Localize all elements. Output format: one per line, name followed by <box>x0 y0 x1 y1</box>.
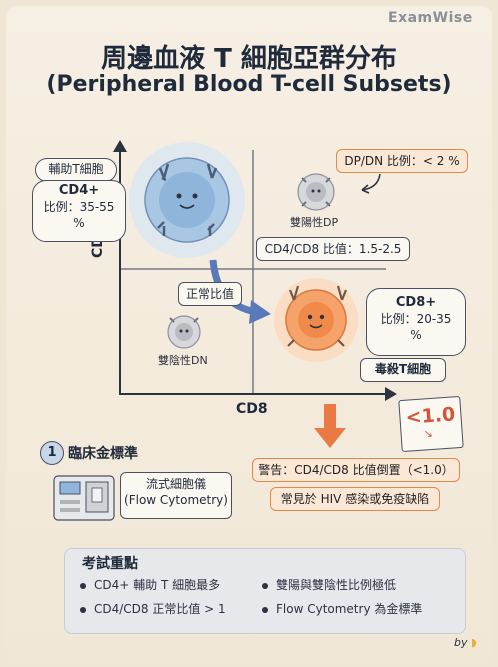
flow-cytometer-icon <box>53 475 115 521</box>
bullet-icon <box>262 582 268 589</box>
warning-sticker: <1.0 ↘ <box>398 395 464 453</box>
warning-value: <1.0 <box>404 403 456 429</box>
bullet-icon <box>80 582 86 589</box>
brand-logo: ExamWise <box>388 10 473 26</box>
helper-t-cell-bubble: CD4+ 比例：35-55 % <box>32 180 126 242</box>
flow-cytometry-zh: 流式細胞儀 <box>145 477 206 491</box>
common-causes-box: 常見於 HIV 感染或免疫缺陷 <box>270 487 440 511</box>
normal-ratio-label: 正常比值 <box>178 282 242 306</box>
y-axis <box>119 150 121 395</box>
x-axis-arrow-icon <box>385 387 397 401</box>
summary-item: Flow Cytometry 為金標準 <box>262 600 422 617</box>
double-positive-cell-icon <box>297 173 335 211</box>
cytotoxic-t-cell-icon <box>274 278 358 362</box>
warning-box: 警告：CD4/CD8 比值倒置（<1.0） <box>252 458 460 482</box>
page-subtitle: (Peripheral Blood T-cell Subsets) <box>46 72 452 97</box>
helper-t-cell-ratio: 比例：35-55 % <box>43 200 115 230</box>
down-arrow-icon <box>314 404 346 448</box>
bullet-icon <box>80 606 86 613</box>
curved-arrow-icon <box>361 173 381 194</box>
flow-cytometry-label: 流式細胞儀 (Flow Cytometry) <box>120 472 232 519</box>
helper-t-cell-tag: 輔助T細胞 <box>35 158 117 182</box>
page-title: 周邊血液 T 細胞亞群分布 <box>101 44 397 74</box>
banana-icon: ◗ <box>471 636 477 649</box>
bullet-icon <box>262 606 268 613</box>
x-axis <box>119 393 389 395</box>
summary-item: 雙陽與雙陰性比例極低 <box>262 576 396 593</box>
summary-panel <box>64 548 466 634</box>
cytotoxic-t-cell-bubble: CD8+ 比例：20-35 % <box>366 288 466 356</box>
cytotoxic-t-cell-ratio: 比例：20-35 % <box>380 312 452 342</box>
dn-label: 雙陰性DN <box>158 354 208 367</box>
helper-t-cell-name: CD4+ <box>58 183 100 198</box>
cytotoxic-t-cell-name: CD8+ <box>395 295 437 310</box>
dp-label: 雙陽性DP <box>290 216 339 229</box>
summary-item: CD4+ 輔助 T 細胞最多 <box>80 576 220 593</box>
helper-t-cell-icon <box>129 142 245 258</box>
double-negative-cell-icon <box>167 315 201 349</box>
summary-title: 考試重點 <box>82 556 138 572</box>
ratio-box: CD4/CD8 比值：1.5-2.5 <box>256 237 410 261</box>
dp-dn-ratio-note: DP/DN 比例：< 2 % <box>336 149 468 173</box>
cytotoxic-t-cell-tag: 毒殺T細胞 <box>360 358 446 382</box>
quadrant-divider-vertical <box>252 150 254 393</box>
clinical-title: 臨床金標準 <box>68 446 138 462</box>
quadrant-divider-horizontal <box>121 268 386 270</box>
section-number-badge: 1 <box>40 441 64 465</box>
x-axis-label: CD8 <box>236 401 268 417</box>
y-axis-arrow-icon <box>113 140 127 152</box>
flow-cytometry-en: (Flow Cytometry) <box>124 493 228 507</box>
summary-item: CD4/CD8 正常比值 > 1 <box>80 600 226 617</box>
signature: by ◗ <box>454 636 477 649</box>
zigzag-icon: ↘ <box>423 426 434 441</box>
